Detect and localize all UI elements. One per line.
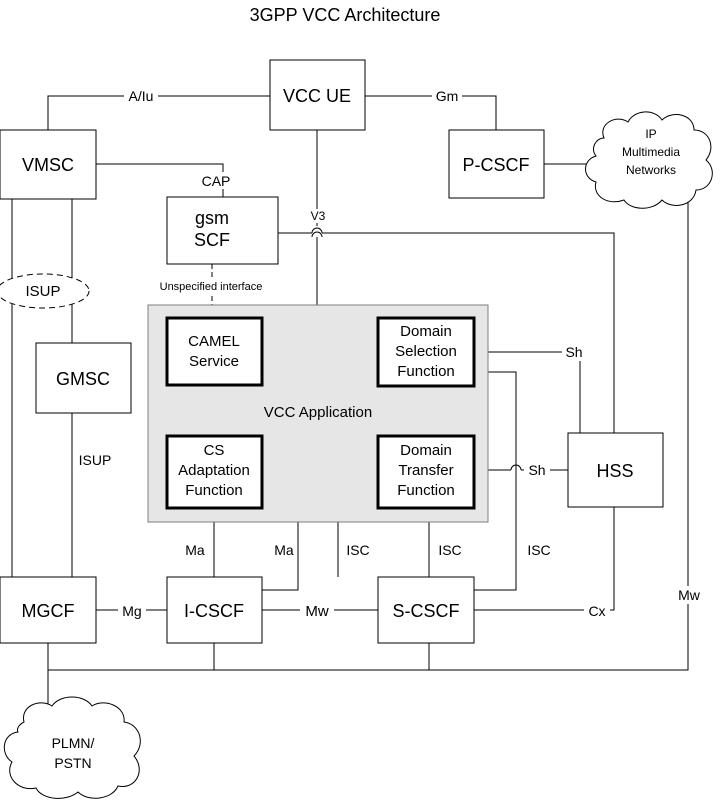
svg-text:P-CSCF: P-CSCF — [463, 155, 530, 175]
label-a-iu: A/Iu — [129, 88, 154, 104]
svg-text:ISUP: ISUP — [25, 283, 60, 300]
svg-text:I-CSCF: I-CSCF — [184, 601, 244, 621]
gmsc-node: GMSC — [35, 342, 132, 414]
svg-text:Multimedia: Multimedia — [622, 145, 680, 159]
camel-service-box: CAMEL Service — [165, 316, 264, 387]
svg-text:Service: Service — [189, 353, 239, 370]
svg-text:Function: Function — [397, 363, 455, 380]
label-sh-mid: Sh — [528, 462, 545, 478]
label-mw-mid: Mw — [305, 603, 328, 620]
label-ma-right: Ma — [274, 542, 294, 558]
label-isc-2: ISC — [438, 542, 461, 558]
diagram-title: 3GPP VCC Architecture — [250, 5, 441, 25]
svg-text:VMSC: VMSC — [22, 155, 74, 175]
svg-text:Adaptation: Adaptation — [178, 462, 250, 479]
pcscf-node: P-CSCF — [448, 129, 545, 199]
svg-text:CAMEL: CAMEL — [188, 333, 240, 350]
label-cap: CAP — [202, 173, 231, 189]
svg-text:Selection: Selection — [395, 343, 457, 360]
isup-ellipse: ISUP — [0, 273, 90, 309]
svg-text:VCC UE: VCC UE — [283, 86, 351, 106]
icscf-node: I-CSCF — [166, 576, 263, 644]
label-isc-1: ISC — [346, 542, 369, 558]
mgcf-node: MGCF — [0, 576, 97, 644]
svg-text:Function: Function — [397, 482, 455, 499]
label-isup-vertical: ISUP — [79, 452, 112, 468]
svg-text:PLMN/: PLMN/ — [52, 735, 95, 751]
svg-text:HSS: HSS — [596, 461, 633, 481]
label-isc-3: ISC — [527, 542, 550, 558]
svg-text:S-CSCF: S-CSCF — [393, 601, 460, 621]
svg-text:CS: CS — [204, 442, 225, 459]
scscf-node: S-CSCF — [377, 576, 475, 644]
svg-text:IP: IP — [645, 127, 656, 141]
svg-text:Domain: Domain — [400, 442, 452, 459]
label-mg: Mg — [122, 603, 141, 619]
svg-text:Function: Function — [185, 482, 243, 499]
domain-selection-function-box: Domain Selection Function — [376, 316, 476, 388]
label-unspecified-interface: Unspecified interface — [160, 281, 263, 293]
label-gm: Gm — [436, 88, 459, 104]
svg-text:SCF: SCF — [194, 230, 230, 250]
svg-text:Networks: Networks — [626, 163, 676, 177]
vmsc-node: VMSC — [0, 129, 97, 200]
vcc-ue-node: VCC UE — [269, 59, 366, 131]
label-sh-top: Sh — [565, 344, 582, 360]
svg-text:GMSC: GMSC — [56, 369, 110, 389]
svg-text:MGCF: MGCF — [22, 601, 75, 621]
gsmscf-node: gsm SCF — [166, 196, 279, 265]
label-ma-left: Ma — [185, 542, 205, 558]
ip-multimedia-networks-cloud: IP Multimedia Networks — [585, 111, 713, 209]
plmn-pstn-cloud: PLMN/ PSTN — [3, 696, 141, 799]
cs-adaptation-function-box: CS Adaptation Function — [165, 434, 264, 510]
svg-text:Domain: Domain — [400, 323, 452, 340]
svg-text:gsm: gsm — [195, 208, 229, 228]
label-cx: Cx — [588, 603, 605, 619]
vcc-application-label: VCC Application — [264, 404, 372, 421]
svg-text:PSTN: PSTN — [54, 755, 91, 771]
label-mw-right: Mw — [678, 587, 701, 603]
svg-text:Transfer: Transfer — [398, 462, 453, 479]
interface-labels: A/Iu Gm CAP V3 Unspecified interface Sh … — [79, 86, 704, 620]
domain-transfer-function-box: Domain Transfer Function — [376, 434, 476, 510]
hss-node: HSS — [567, 432, 664, 508]
label-v3: V3 — [311, 209, 326, 223]
